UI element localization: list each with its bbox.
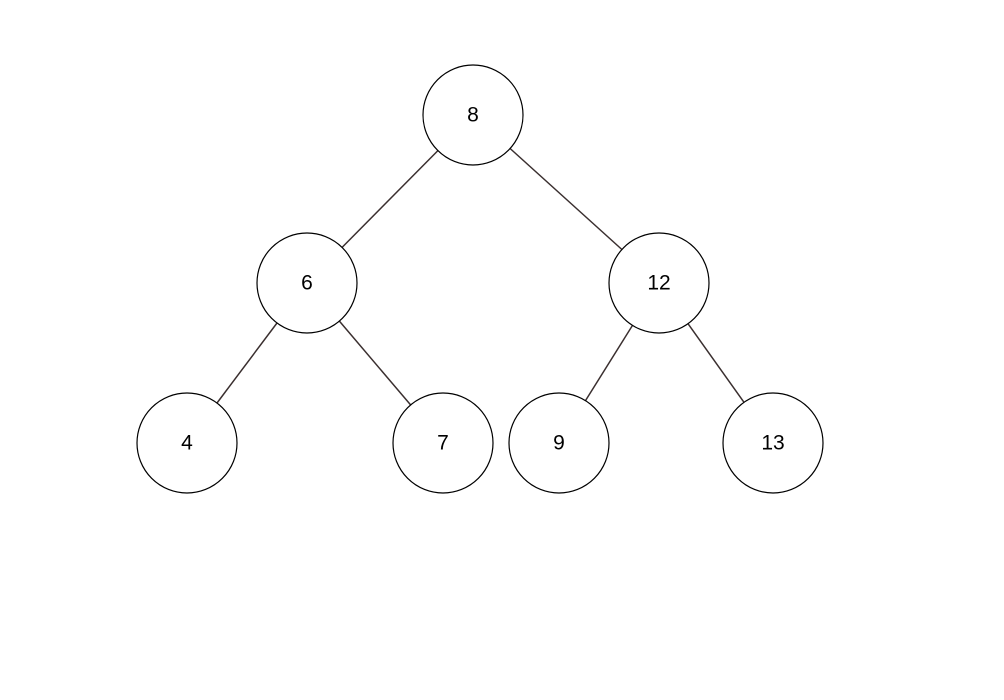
- node-circle: [136, 392, 238, 494]
- node-label: 6: [301, 272, 313, 295]
- edges-layer: [216, 147, 745, 406]
- node-circle: [422, 64, 524, 166]
- edge-n8-n6: [341, 150, 439, 248]
- node-circle: [392, 392, 494, 494]
- node-label: 13: [761, 432, 784, 455]
- node-label: 8: [467, 104, 479, 127]
- edge-n12-n9: [584, 325, 634, 401]
- tree-node-8: 8: [422, 64, 524, 166]
- node-circle: [508, 392, 610, 494]
- tree-node-9: 9: [508, 392, 610, 494]
- node-label: 7: [437, 432, 449, 455]
- nodes-layer: 8 6 12 4 7 9 13: [136, 64, 824, 494]
- tree-node-13: 13: [722, 392, 824, 494]
- edge-n6-n4: [216, 322, 278, 404]
- node-label: 9: [553, 432, 565, 455]
- edge-n12-n13: [687, 323, 745, 403]
- edge-n6-n7: [338, 320, 412, 406]
- tree-node-4: 4: [136, 392, 238, 494]
- edge-n8-n12: [509, 147, 623, 251]
- tree-node-6: 6: [256, 232, 358, 334]
- tree-node-12: 12: [608, 232, 710, 334]
- node-label: 12: [647, 272, 670, 295]
- node-circle: [256, 232, 358, 334]
- node-label: 4: [181, 432, 193, 455]
- node-circle: [722, 392, 824, 494]
- node-circle: [608, 232, 710, 334]
- tree-node-7: 7: [392, 392, 494, 494]
